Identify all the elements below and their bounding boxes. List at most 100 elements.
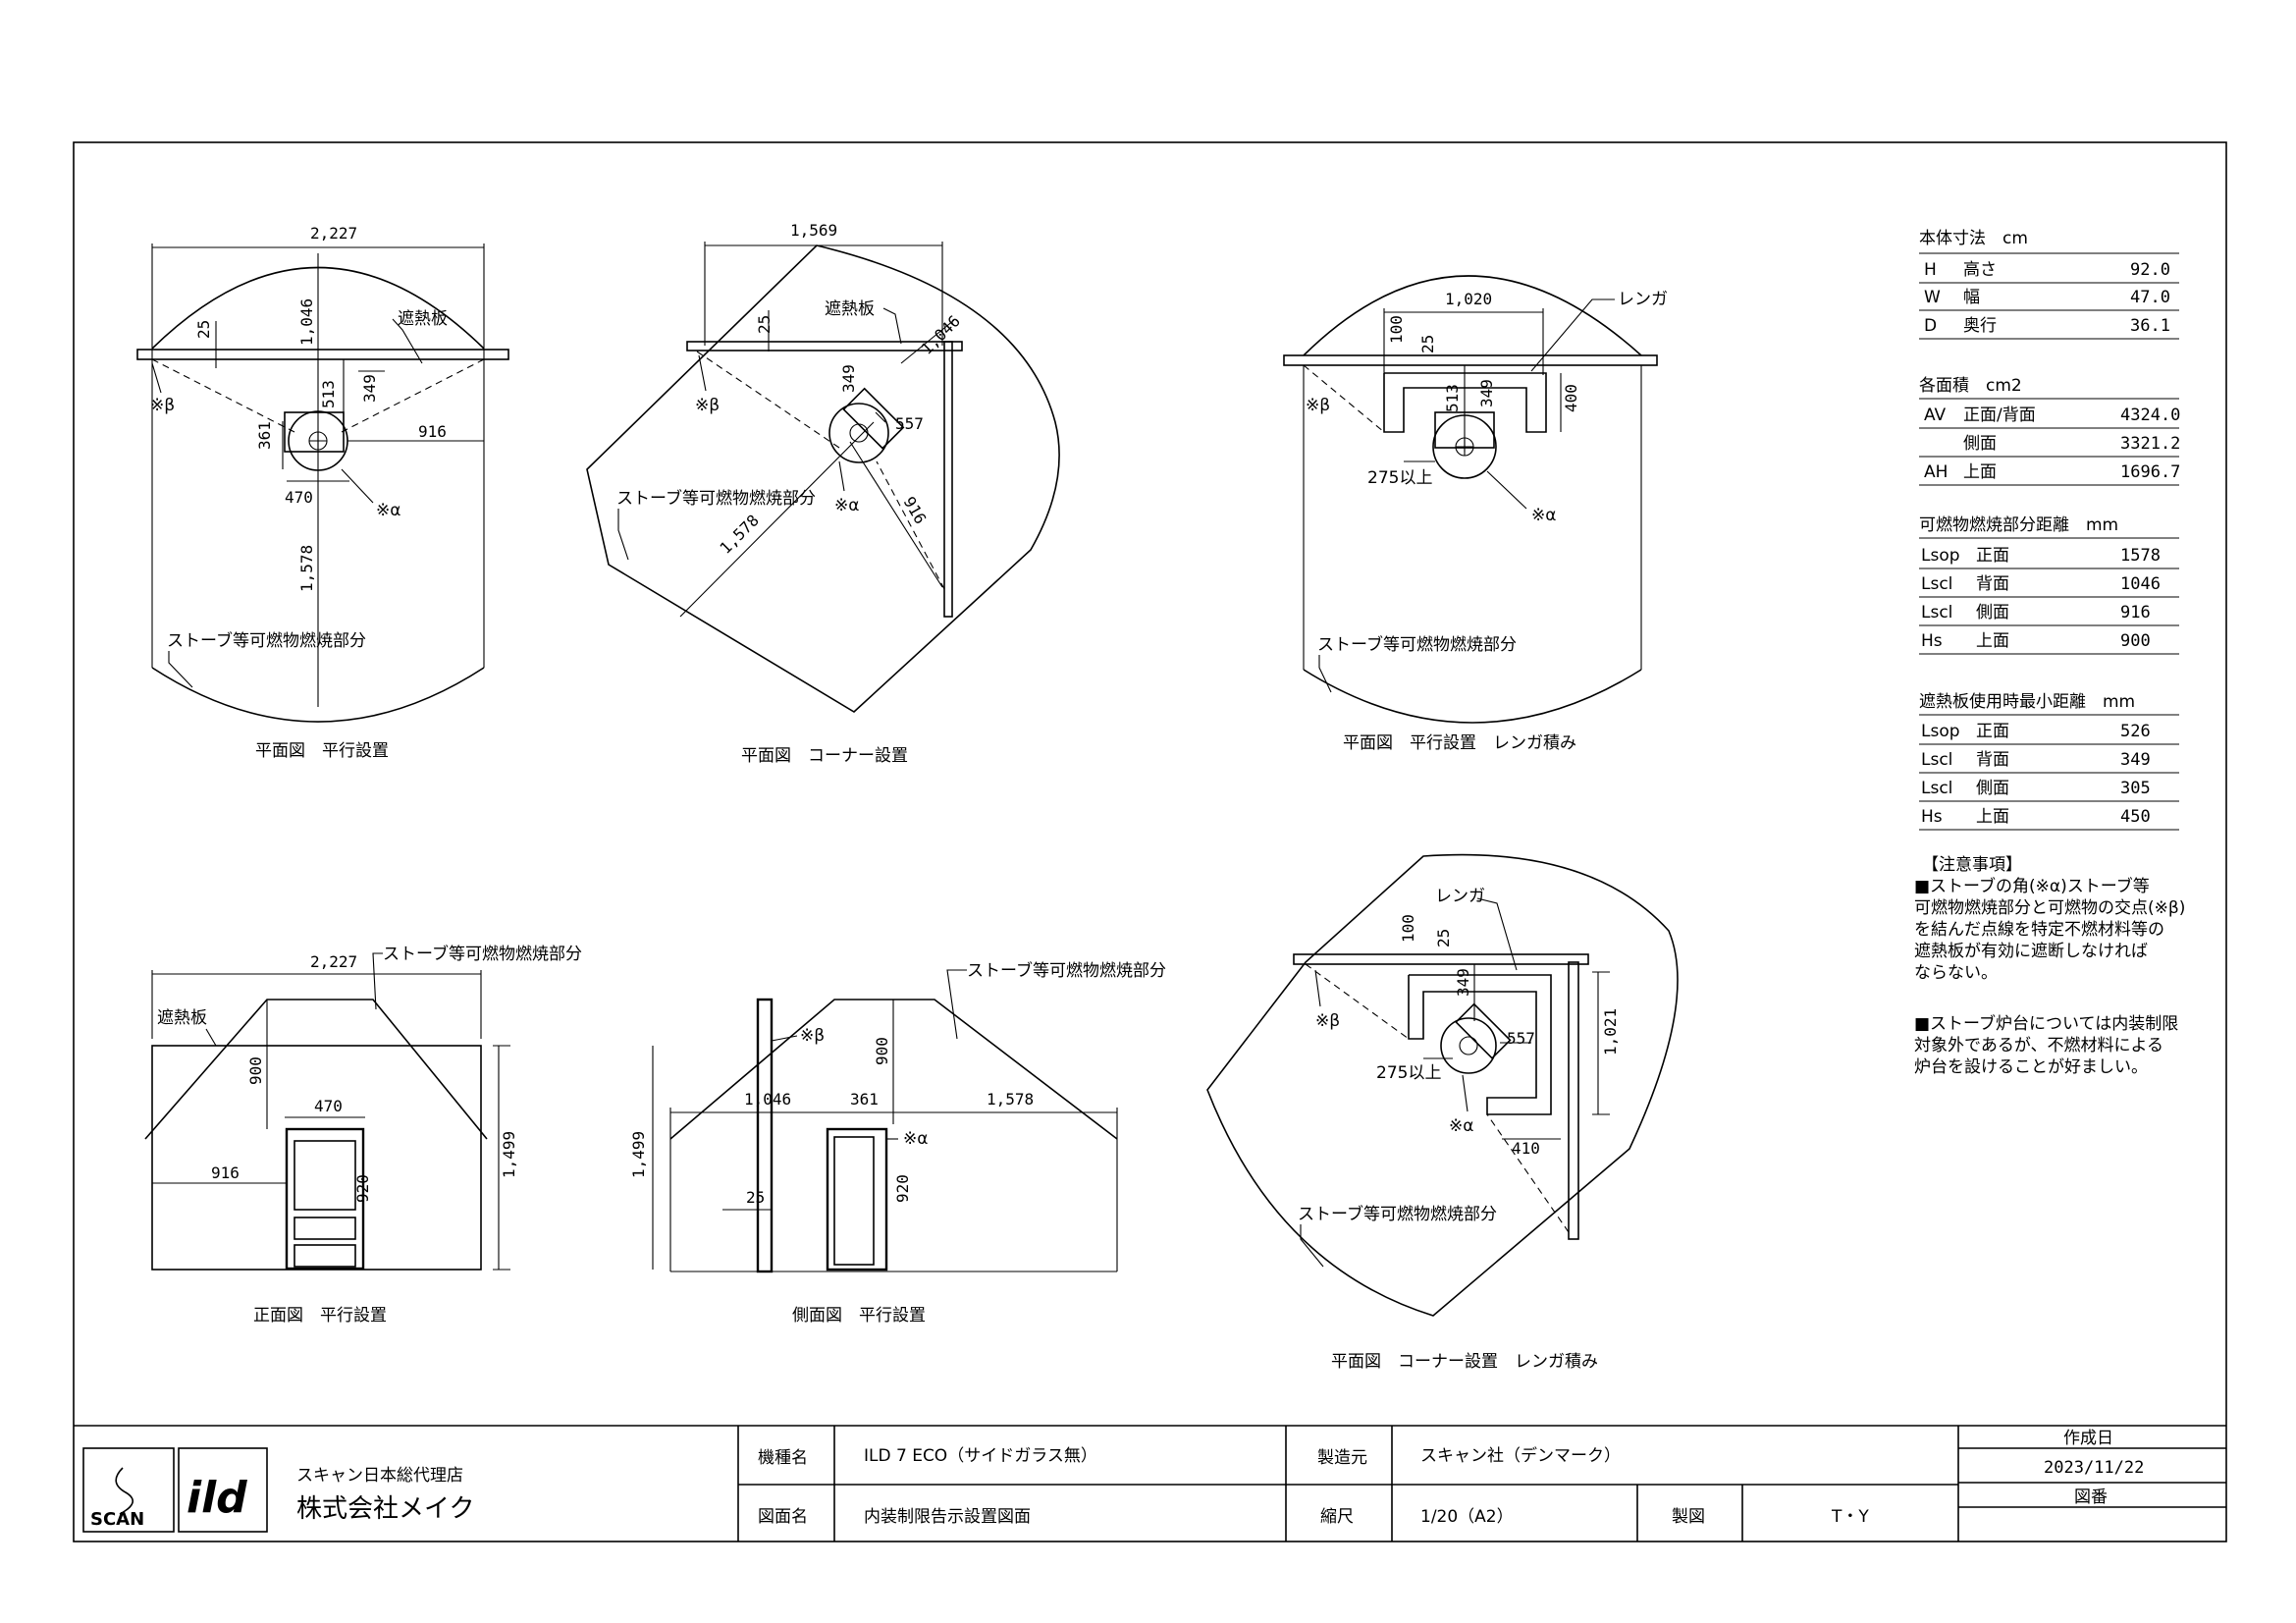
spec-code: Lsop [1921,546,1960,566]
dim-916: 916 [211,1163,240,1182]
plan-corner: 1,569 25 遮熱板 1,046 349 557 916 ※β ※α 1,5… [586,221,1060,766]
spec-combustible-title: 可燃物燃焼部分距離 mm [1919,515,2118,535]
maker-value: スキャン社（デンマーク） [1420,1445,1621,1466]
spec-value: 1578 [2120,546,2161,566]
flame-icon [115,1467,133,1515]
created-label: 作成日 [2063,1429,2113,1448]
caption: 平面図 平行設置 [255,741,389,761]
caption: 平面図 コーナー設置 [741,746,908,766]
spec-name: 上面 [1976,807,2009,827]
dim-25: 25 [194,320,213,339]
company-sub: スキャン日本総代理店 [296,1466,463,1486]
scale-value: 1/20（A2） [1420,1507,1514,1527]
note1-line: を結んだ点線を特定不燃材料等の [1914,920,2164,940]
ild-logo-text: ild [187,1473,247,1523]
spec-code: H [1924,260,1937,280]
caption: 平面図 コーナー設置 レンガ積み [1331,1352,1598,1372]
spec-name: 背面 [1976,750,2009,770]
spec-name: 正面/背面 [1963,406,2036,425]
label-beta: ※β [150,396,175,415]
label-shield: 遮熱板 [825,299,875,319]
spec-name: 奥行 [1963,316,1997,336]
label-alpha: ※α [376,501,400,520]
dim-1578: 1,578 [987,1090,1034,1109]
spec-name: 側面 [1976,779,2009,798]
label-combustible: ストーブ等可燃物燃焼部分 [967,960,1166,981]
label-beta: ※β [1306,396,1330,415]
drafter-value: T・Y [1831,1507,1869,1527]
label-beta: ※β [1315,1011,1340,1031]
spec-code: Hs [1921,631,1943,651]
drafter-label: 製図 [1672,1507,1705,1527]
dim-width: 1,020 [1445,290,1492,308]
label-combustible: ストーブ等可燃物燃焼部分 [1298,1204,1497,1224]
ild-logo [178,1447,268,1533]
spec-value: 305 [2120,779,2151,798]
note1-line: ■ストーブの角(※α)ストーブ等 [1914,876,2150,896]
dim-25: 25 [746,1188,765,1207]
dim-1046: 1,046 [744,1090,791,1109]
front-elevation: 2,227 遮熱板 ストーブ等可燃物燃焼部分 900 470 916 920 1… [144,944,582,1325]
label-combustible: ストーブ等可燃物燃焼部分 [616,488,816,509]
spec-value: 3321.2 [2120,434,2180,454]
label-beta: ※β [800,1026,825,1046]
note2-line: 対象外であるが、不燃材料による [1914,1036,2163,1055]
spec-value: 900 [2120,631,2151,651]
spec-areas-title: 各面積 cm2 [1919,376,2022,396]
dim-1578: 1,578 [716,511,762,557]
dim-100: 100 [1387,315,1406,344]
spec-name: 正面 [1976,722,2009,741]
spec-code: Lscl [1921,750,1952,770]
number-label: 図番 [2074,1488,2108,1507]
label-combustible: ストーブ等可燃物燃焼部分 [1317,634,1517,655]
dim-1499: 1,499 [629,1131,648,1178]
spec-value: 526 [2120,722,2151,741]
dim-275: 275以上 [1376,1063,1441,1083]
dim-1578: 1,578 [297,545,316,592]
title-block: SCAN ild スキャン日本総代理店 株式会社メイク 機種名 ILD 7 EC… [82,1426,2226,1542]
note1-line: ならない。 [1914,963,1998,983]
dim-916: 916 [900,494,931,528]
scan-logo [82,1447,175,1533]
dim-557: 557 [895,414,924,433]
spec-code: Lscl [1921,779,1952,798]
spec-code: Lsop [1921,722,1960,741]
dim-width: 2,227 [310,224,357,243]
label-beta: ※β [695,396,720,415]
spec-name: 側面 [1976,603,2009,622]
spec-name: 正面 [1976,546,2009,566]
dim-349: 349 [360,374,379,403]
company-name: 株式会社メイク [296,1494,474,1524]
dim-100: 100 [1399,914,1417,943]
spec-value: 1046 [2120,574,2161,594]
caption: 側面図 平行設置 [792,1306,926,1325]
spec-code: Hs [1921,807,1943,827]
spec-code: AH [1924,462,1948,482]
notes-title: 【注意事項】 [1922,855,2022,875]
dim-349: 349 [839,364,858,393]
label-shield: 遮熱板 [398,309,448,329]
spec-value: 450 [2120,807,2151,827]
spec-code: Lscl [1921,574,1952,594]
dim-361: 361 [850,1090,879,1109]
spec-value: 92.0 [2130,260,2170,280]
side-elevation: ストーブ等可燃物燃焼部分 ※β 900 1,046 361 1,578 ※α 9… [629,960,1166,1325]
spec-name: 上面 [1976,631,2009,651]
dim-470: 470 [314,1097,343,1115]
spec-code: AV [1924,406,1947,425]
dim-920: 920 [353,1174,372,1203]
plan-corner-brick: レンガ 100 25 349 557 275以上 1,021 410 ※α ※β… [1206,853,1679,1372]
spec-code: D [1924,316,1937,336]
maker-label: 製造元 [1317,1448,1367,1468]
label-combustible: ストーブ等可燃物燃焼部分 [383,944,582,964]
label-alpha: ※α [1531,506,1556,525]
note2-line: ■ストーブ炉台については内装制限 [1914,1013,2178,1034]
label-alpha: ※α [834,496,859,515]
dim-361: 361 [255,421,274,450]
spec-value: 4324.0 [2120,406,2180,425]
label-alpha: ※α [903,1129,928,1149]
scan-logo-text: SCAN [90,1509,144,1530]
spec-code: Lscl [1921,603,1952,622]
dim-349: 349 [1454,968,1472,997]
